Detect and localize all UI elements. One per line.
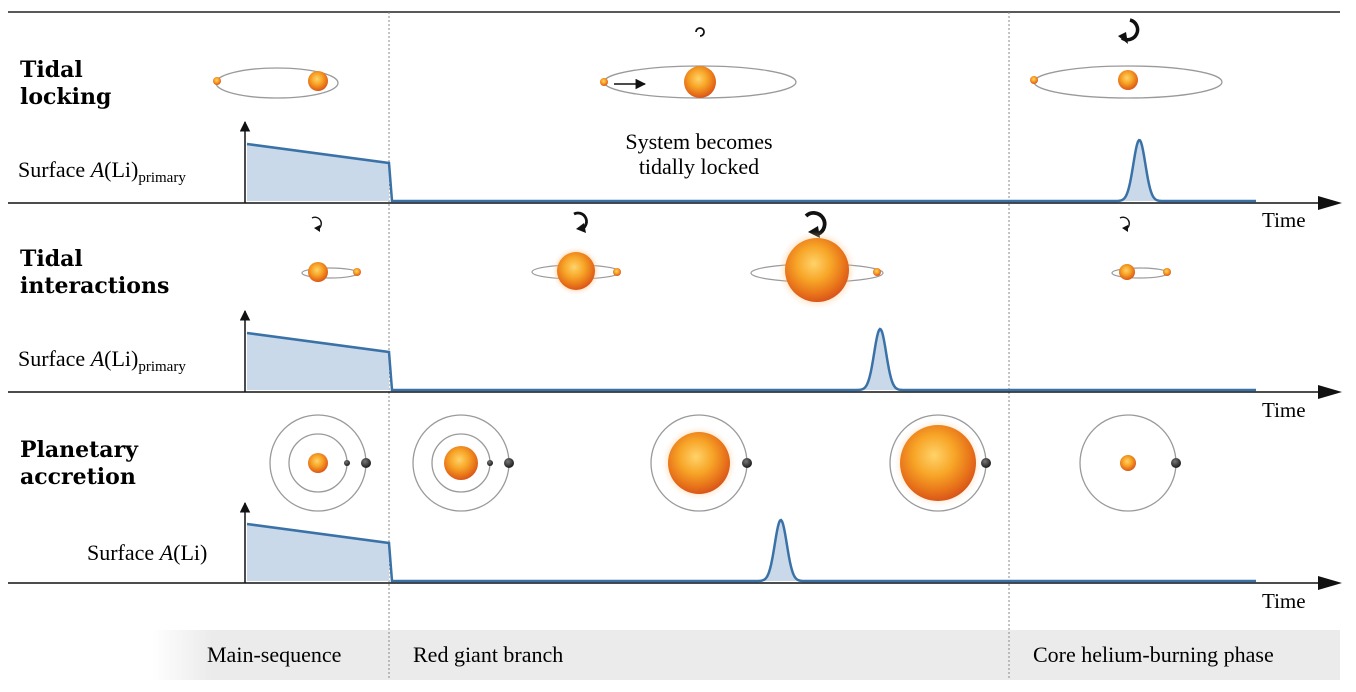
primary-star-icon <box>1118 70 1138 90</box>
spin-arrow-icon <box>695 27 705 37</box>
system-main-sequence <box>301 216 361 282</box>
x-axis-arrowhead <box>1318 576 1342 590</box>
panel-title-line1: Planetary <box>20 437 139 463</box>
outer-planet-icon <box>1171 458 1181 468</box>
companion-star-icon <box>600 78 608 86</box>
lithium-curve <box>246 327 1256 392</box>
panel-title-line1: Tidal <box>20 57 83 83</box>
x-axis-label: Time <box>1262 589 1306 613</box>
spin-arrow-head <box>1118 32 1128 44</box>
outer-planet-icon <box>981 458 991 468</box>
system-red-giant-late <box>889 414 991 512</box>
panel-title-line2: accretion <box>20 464 136 490</box>
primary-star-icon <box>557 252 595 290</box>
primary-star-icon <box>900 425 976 501</box>
lithium-curve-fill <box>247 140 1170 201</box>
outer-planet-icon <box>504 458 514 468</box>
system-red-giant <box>600 27 797 99</box>
system-red-giant-early <box>412 414 514 512</box>
companion-star-icon <box>213 77 221 85</box>
panel-tidal-locking: Tidal locking Surface A(Li)primary <box>8 18 1342 232</box>
primary-star-icon <box>1120 455 1136 471</box>
y-axis-label: Surface A(Li)primary <box>18 157 186 186</box>
system-red-giant-early <box>531 211 621 295</box>
system-core-helium <box>1030 18 1223 99</box>
companion-star-icon <box>353 268 361 276</box>
companion-star-icon <box>1163 268 1171 276</box>
primary-star-icon <box>308 71 328 91</box>
spin-arrow-head <box>576 223 586 233</box>
spin-arrow-head <box>314 225 320 232</box>
system-core-helium <box>1079 414 1181 512</box>
phase-bar <box>152 630 1340 680</box>
system-red-giant-late <box>750 211 884 309</box>
annotation-line2: tidally locked <box>639 154 759 179</box>
panel-title-line2: interactions <box>20 273 169 299</box>
lithium-curve <box>246 518 1256 583</box>
primary-star-icon <box>684 66 716 98</box>
phase-label-red-giant-branch: Red giant branch <box>413 642 563 667</box>
outer-planet-icon <box>361 458 371 468</box>
outer-planet-icon <box>742 458 752 468</box>
x-axis-label: Time <box>1262 208 1306 232</box>
lithium-curve-fill <box>247 520 811 581</box>
companion-star-icon <box>873 268 881 276</box>
primary-star-icon <box>308 453 328 473</box>
inner-planet-icon <box>487 460 493 466</box>
panel-tidal-interactions: Tidal interactions <box>8 211 1342 422</box>
x-axis-label: Time <box>1262 398 1306 422</box>
system-main-sequence <box>213 67 339 99</box>
y-axis-label: Surface A(Li) <box>87 540 207 565</box>
annotation-line1: System becomes <box>625 129 772 154</box>
primary-star-icon <box>444 446 478 480</box>
companion-star-icon <box>613 268 621 276</box>
lithium-curve-fill <box>247 329 911 390</box>
lithium-curve <box>246 138 1256 203</box>
spin-arrow-head <box>1122 225 1128 232</box>
panel-planetary-accretion: Planetary accretion <box>8 414 1342 613</box>
companion-star-icon <box>1030 76 1038 84</box>
panel-title-line2: locking <box>20 84 111 110</box>
x-axis-arrowhead <box>1318 385 1342 399</box>
primary-star-icon <box>308 262 328 282</box>
panel-title-line1: Tidal <box>20 246 83 272</box>
system-red-giant-mid <box>650 414 752 512</box>
phase-label-core-helium-burning: Core helium-burning phase <box>1033 642 1274 667</box>
x-axis-arrowhead <box>1318 196 1342 210</box>
y-axis-label: Surface A(Li)primary <box>18 346 186 375</box>
primary-star-icon <box>785 238 849 302</box>
system-main-sequence <box>269 414 371 512</box>
inner-planet-icon <box>344 460 350 466</box>
primary-star-icon <box>668 432 730 494</box>
primary-star-icon <box>1119 264 1135 280</box>
system-core-helium <box>1111 216 1171 280</box>
phase-label-main-sequence: Main-sequence <box>207 642 341 667</box>
